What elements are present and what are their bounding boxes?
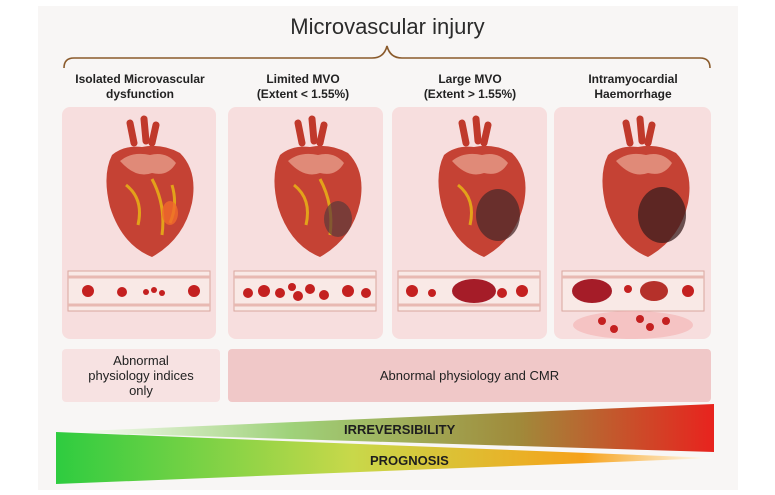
irreversibility-label: IRREVERSIBILITY: [344, 422, 455, 437]
prognosis-label: PROGNOSIS: [370, 453, 449, 468]
